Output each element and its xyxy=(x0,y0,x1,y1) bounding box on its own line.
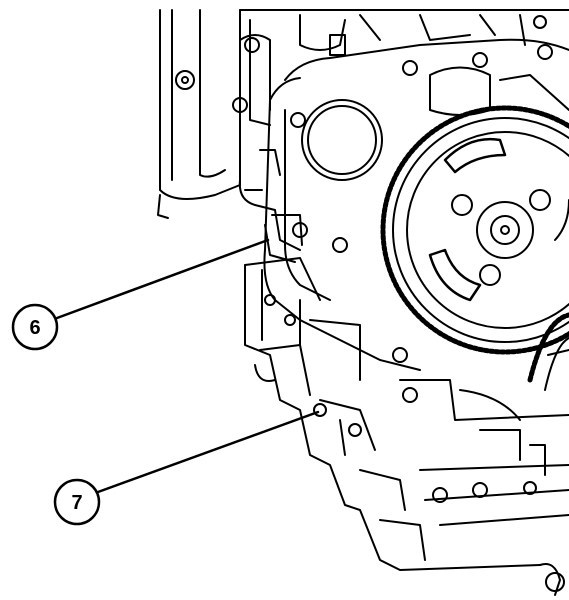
callout-6-label: 6 xyxy=(29,317,40,339)
oil-pan xyxy=(244,257,569,596)
callout-6: 6 xyxy=(11,303,59,351)
timing-cover xyxy=(263,38,569,371)
callout-7: 7 xyxy=(53,478,101,526)
crank-gear-partial xyxy=(527,312,569,391)
crankshaft-pulley xyxy=(157,9,241,219)
leader-line-7 xyxy=(96,410,320,494)
camshaft-gear xyxy=(380,105,569,355)
leader-line-6 xyxy=(55,238,270,320)
callout-7-label: 7 xyxy=(71,492,82,514)
oil-fitting xyxy=(238,149,303,263)
